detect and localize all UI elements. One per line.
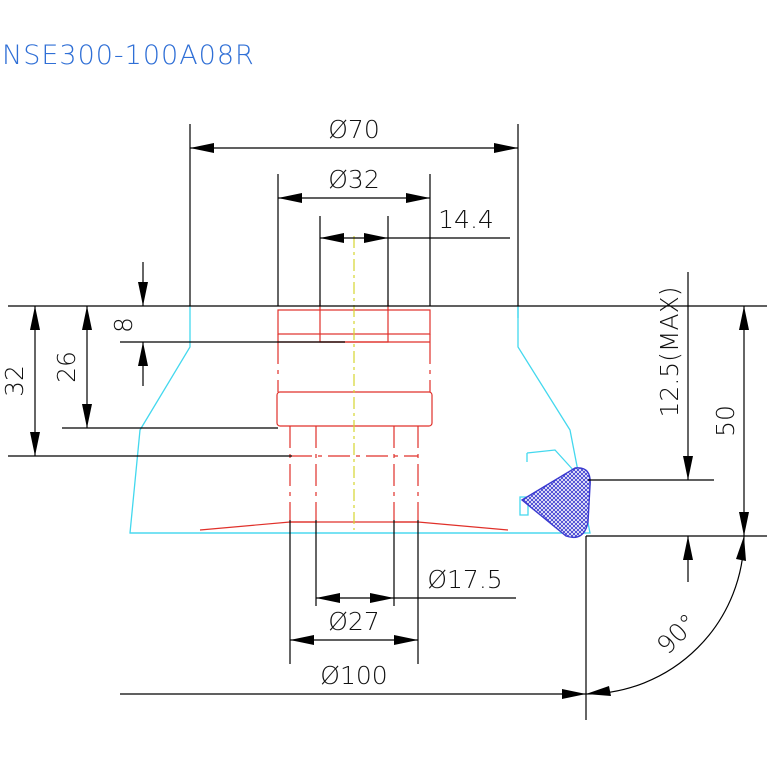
dim-d27: Ø27 xyxy=(328,607,380,636)
dim-d32: Ø32 xyxy=(328,165,380,194)
dimension-labels: Ø70 Ø32 14.4 8 26 32 12.5(MAX) 50 Ø17.5 … xyxy=(0,115,740,690)
dim-angle-90: 90° xyxy=(651,608,703,660)
dim-d100: Ø100 xyxy=(320,661,387,690)
drawing-title: NSE300-100A08R xyxy=(2,40,255,71)
dim-14-4: 14.4 xyxy=(438,205,494,234)
dim-12-5-max: 12.5(MAX) xyxy=(655,287,684,418)
dim-d70: Ø70 xyxy=(328,115,380,144)
dimension-lines xyxy=(8,124,767,720)
arrowheads xyxy=(30,143,749,699)
dim-50: 50 xyxy=(711,405,740,437)
dim-d17-5: Ø17.5 xyxy=(427,565,502,594)
hidden-features xyxy=(199,300,509,531)
cutter-body-outline xyxy=(129,306,591,534)
dim-8: 8 xyxy=(109,317,138,333)
dim-26: 26 xyxy=(52,351,81,383)
cutting-insert xyxy=(520,467,591,539)
dim-32: 32 xyxy=(0,365,29,397)
